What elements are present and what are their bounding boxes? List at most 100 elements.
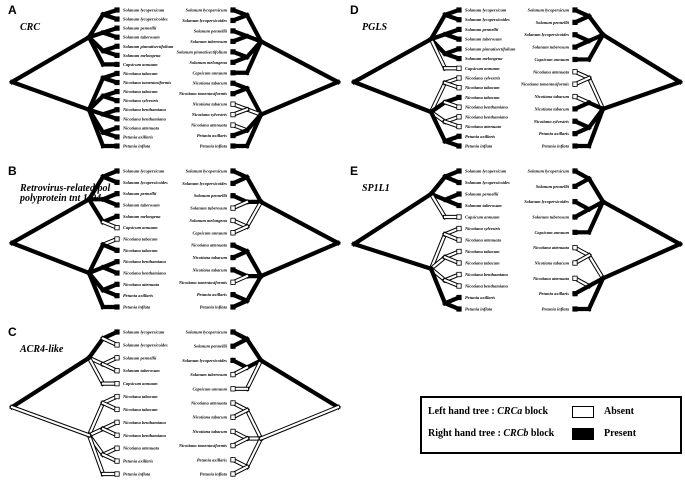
left-tree-e-pair-branch-5 [429,232,447,271]
left-tree-a-taxon-label: Nicotiana tabacum [122,89,158,94]
right-tree-d-taxon-label: Nicotiana tabacum [533,106,569,111]
left-tree-c-taxon-label: Nicotiana attenuata [122,446,160,451]
gene-title: PGLS [362,22,387,33]
right-tree-d-marker-10 [572,131,578,137]
left-tree-d-taxon-label: Nicotiana benthamiana [464,105,509,110]
right-tree-e-marker-2 [572,199,578,205]
left-tree-b-taxon-label: Solanum melongena [123,214,161,219]
right-tree-a-marker-13 [230,143,236,149]
right-tree-c-pair-branch-0 [245,337,263,362]
left-tree-e-marker-9 [456,271,462,278]
right-tree-e-root-branch-lower [601,242,682,280]
left-tree-c-taxon-label: Nicotiana benthamiana [122,433,167,438]
left-tree-d-marker-7 [456,75,462,81]
right-tree-d-pair-branch-11 [587,107,605,148]
right-tree-d-root-branch-upper [601,33,682,84]
left-tree-e-marker-11 [456,294,462,301]
left-tree-b-marker-12 [114,304,120,310]
right-tree-b-pair-branch-10 [245,274,263,303]
legend-right-block: CRCb [503,428,529,439]
left-tree-d-taxon-label: Capsicum annuum [465,66,500,71]
right-tree-d-taxon-label: Nicotiana tomentosiformis [520,82,569,87]
right-tree-b-pair-branch-4 [245,200,263,229]
right-tree-a-taxon-label: Nicotiana tabacum [191,102,227,107]
right-tree-a-taxon-label: Solanum pennellii [194,28,228,33]
left-tree-b-taxon-label: Nicotiana benthamiana [122,259,167,264]
right-tree-a-marker-4 [230,49,236,55]
left-tree-d-root-branch-upper [352,37,433,84]
right-tree-a-root-branch-lower [259,80,340,117]
left-tree-b-taxon-label: Solanum lycopersicoides [123,180,168,185]
left-tree-e-taxon-label: Capsicum annuum [465,215,500,220]
left-tree-d-taxon-label: Solanum lycopersicum [465,8,507,13]
left-tree-a-taxon-label: Solanum tuberosum [123,35,160,40]
right-tree-c-marker-0 [230,329,236,335]
right-tree-a-marker-1 [230,17,236,24]
right-tree-c-marker-9 [230,457,236,463]
left-tree-c-taxon-label: Petunia axillaris [123,459,153,464]
right-tree-a-taxon-label: Solanum pinnatisectifolium [177,49,228,54]
right-tree-c-pair-branch-5 [245,408,263,440]
left-tree-a-marker-0 [114,7,120,13]
left-tree-b-marker-0 [114,168,120,174]
right-tree-a-taxon-label: Nicotiana tabacum [191,81,227,86]
left-tree-b-taxon-label: Solanum lycopersicum [123,169,165,174]
left-tree-b-taxon-label: Nicotiana tabacum [122,248,158,253]
right-tree-d-taxon-label: Solanum tuberosum [532,45,569,50]
right-tree-b-taxon-label: Petunia axillaris [197,292,227,297]
right-tree-b-taxon-label: Solanum melongena [190,218,228,223]
right-tree-c-taxon-label: Nicotiana tabacum [191,415,227,420]
right-tree-d-marker-7 [572,93,578,100]
right-tree-a-taxon-label: Capsicum annuum [192,70,227,75]
left-tree-b-marker-5 [114,225,120,231]
right-tree-a-marker-5 [230,59,236,65]
right-tree-b-root-branch-lower [259,241,340,278]
left-tree-d-taxon-label: Solanum lycopersicoides [465,17,510,22]
left-tree-b-taxon-label: Nicotiana benthamiana [122,271,167,276]
left-tree-e-taxon-label: Nicotiana attenuata [464,238,502,243]
left-tree-a-taxon-label: Capsicum annuum [123,62,158,67]
left-tree-d-marker-9 [456,94,462,101]
left-tree-d-marker-2 [456,26,462,33]
left-tree-c-marker-3 [114,368,120,374]
panel-letter: C [8,325,17,339]
right-tree-c-pair-branch-4 [245,358,263,391]
left-tree-a-taxon-label: Solanum pennellii [123,26,157,31]
right-tree-c-taxon-label: Petunia axillaris [197,457,227,462]
present-swatch [572,428,594,440]
right-tree-d-taxon-label: Nicotiana tabacum [533,94,569,99]
panel-letter: E [350,164,358,178]
legend-box: Left hand tree : CRCa block Right hand t… [420,396,682,454]
left-tree-d-marker-13 [456,133,462,139]
right-tree-b-taxon-label: Nicotiana attenuata [190,243,228,248]
right-tree-b-root-branch-upper [259,200,340,245]
left-tree-b-taxon-label: Petunia axillaris [123,293,153,298]
right-tree-c-taxon-label: Solanum pennellii [194,344,228,349]
panel-letter: D [350,3,359,17]
right-tree-a-root-branch-upper [259,39,340,84]
right-tree-b-taxon-label: Solanum lycopersicoides [182,181,227,186]
right-tree-c-marker-3 [230,371,236,378]
left-tree-c-taxon-label: Solanum pennellii [123,355,157,360]
left-tree-e-pair-branch-7 [429,255,447,271]
left-tree-e-pair-branch-11 [429,267,447,305]
right-tree-d-pair-branch-5 [587,76,605,111]
left-tree-b-taxon-label: Nicotiana tabacum [122,237,158,242]
right-tree-a-taxon-label: Solanum tuberosum [190,39,227,44]
left-tree-d-pair-branch-9 [429,100,447,114]
present-label: Present [604,428,637,439]
right-tree-b-marker-10 [230,292,236,298]
right-tree-a-marker-7 [230,80,236,86]
left-tree-e-pair-branch-4 [429,192,447,219]
right-tree-a-taxon-label: Petunia axillaris [197,133,227,138]
right-tree-a-pair-branch-13 [245,113,263,148]
legend-right-tree-label: Right hand tree : CRCb block [428,428,554,439]
left-tree-c-taxon-label: Capsicum annuum [123,381,158,386]
left-tree-b-taxon-label: Petunia inflata [123,305,151,310]
right-tree-e-taxon-label: Petunia axillaris [539,291,569,296]
legend-left-suffix: block [522,406,549,417]
left-tree-a-root-branch-lower [10,80,91,112]
right-tree-a-marker-9 [230,101,236,107]
